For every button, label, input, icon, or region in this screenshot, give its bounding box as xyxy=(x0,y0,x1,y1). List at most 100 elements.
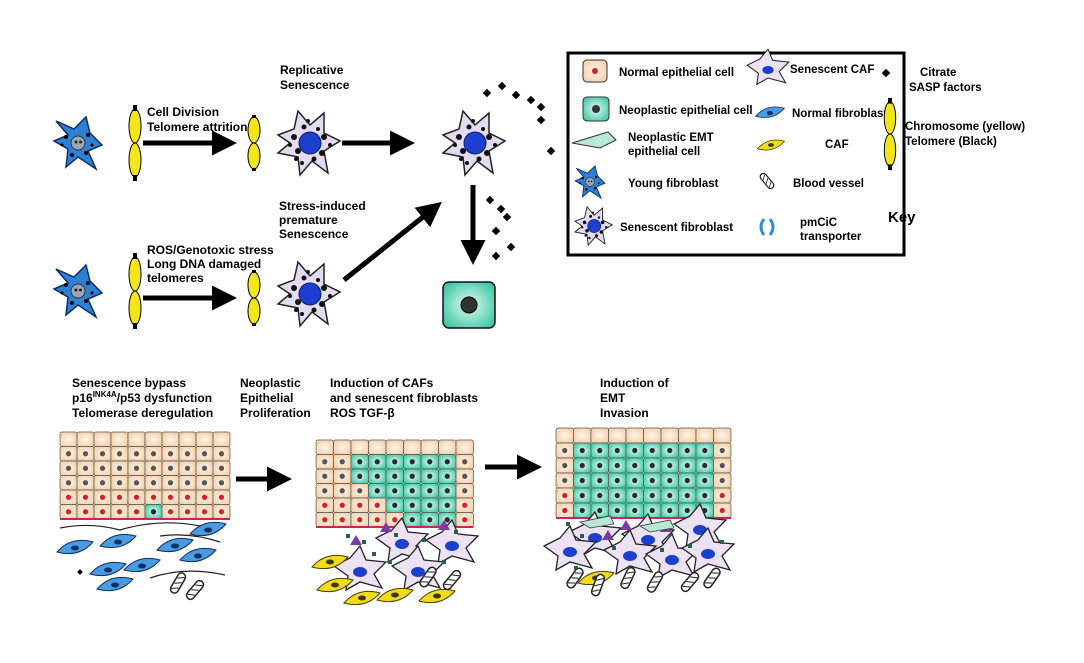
cell-nucleus xyxy=(357,488,363,494)
cell-nucleus xyxy=(133,465,140,471)
epithelial-cell xyxy=(678,427,697,444)
key-pmcic-icon xyxy=(759,218,775,236)
cell-nucleus xyxy=(444,473,450,479)
cell-nucleus xyxy=(562,507,568,514)
cell-nucleus xyxy=(614,447,620,454)
cell-nucleus xyxy=(99,465,106,471)
epithelial-cell xyxy=(110,431,129,447)
cell-nucleus xyxy=(339,488,345,494)
cell-nucleus xyxy=(99,480,106,486)
cell-nucleus xyxy=(719,462,725,469)
epithelial-cell xyxy=(438,439,457,455)
epithelial-cell xyxy=(455,439,474,455)
cell-nucleus xyxy=(409,517,415,523)
cell-nucleus xyxy=(65,451,72,457)
cell-nucleus xyxy=(632,462,638,469)
epithelial-cell xyxy=(93,431,112,447)
cell-nucleus xyxy=(649,477,655,484)
cell-nucleus xyxy=(562,477,568,484)
epithelial-cell xyxy=(144,431,163,447)
key-caf: CAF xyxy=(825,139,849,151)
epithelial-cell xyxy=(178,431,197,447)
cell-nucleus xyxy=(218,480,225,486)
cell-nucleus xyxy=(702,447,708,454)
cell-nucleus xyxy=(392,473,398,479)
cell-nucleus xyxy=(579,462,585,469)
cell-nucleus xyxy=(427,517,433,523)
epithelial-cell xyxy=(608,427,627,444)
cell-nucleus xyxy=(65,480,72,486)
cell-nucleus xyxy=(65,465,72,471)
cell-nucleus xyxy=(218,451,225,457)
cell-nucleus xyxy=(719,477,725,484)
young-fibroblast-icon xyxy=(53,116,103,170)
cell-nucleus xyxy=(357,473,363,479)
cell-nucleus xyxy=(684,462,690,469)
stage4-label: Induction of EMT Invasion xyxy=(600,376,672,420)
cell-nucleus xyxy=(322,517,328,523)
cell-nucleus xyxy=(444,517,450,523)
key-chromosome: Chromosome (yellow) Telomere (Black) xyxy=(905,121,1028,148)
emt-cell-icon xyxy=(571,131,617,149)
cell-nucleus xyxy=(201,480,208,486)
cell-nucleus xyxy=(614,507,620,514)
cell-nucleus xyxy=(427,488,433,494)
key-senescent-fibroblast: Senescent fibroblast xyxy=(620,222,733,234)
cell-nucleus xyxy=(82,451,89,457)
stage1-label: Senescence bypass p16INK4A/p53 dysfuncti… xyxy=(72,376,215,420)
cell-nucleus xyxy=(579,507,585,514)
cell-nucleus xyxy=(374,502,380,508)
cell-nucleus xyxy=(427,502,433,508)
epithelial-cell xyxy=(195,431,214,447)
cell-nucleus xyxy=(409,459,415,465)
epithelial-cell xyxy=(573,427,592,444)
cell-nucleus xyxy=(167,494,174,500)
key-neoplastic-epithelial: Neoplastic epithelial cell xyxy=(619,105,753,117)
cell-nucleus xyxy=(409,473,415,479)
sasp-factors-top xyxy=(482,81,556,261)
cell-nucleus xyxy=(579,477,585,484)
cell-nucleus xyxy=(597,447,603,454)
cell-nucleus xyxy=(702,492,708,499)
cell-nucleus xyxy=(684,477,690,484)
epithelial-cell xyxy=(315,439,334,455)
cell-nucleus xyxy=(562,462,568,469)
cell-nucleus xyxy=(82,480,89,486)
chromosome-long-stress-icon xyxy=(128,252,142,330)
cell-nucleus xyxy=(167,451,174,457)
cell-nucleus xyxy=(82,494,89,500)
cell-nucleus xyxy=(184,480,191,486)
stage2-label: Neoplastic Epithelial Proliferation xyxy=(240,376,311,420)
stress-induced-label: Stress-induced premature Senescence xyxy=(279,199,369,241)
cell-nucleus xyxy=(614,462,620,469)
cell-nucleus xyxy=(374,517,380,523)
cell-nucleus xyxy=(667,462,673,469)
cell-nucleus xyxy=(632,507,638,514)
cell-nucleus xyxy=(150,509,157,515)
key-normal-epithelial: Normal epithelial cell xyxy=(619,67,734,79)
cell-nucleus xyxy=(116,465,123,471)
cell-nucleus xyxy=(99,509,106,515)
cell-nucleus xyxy=(632,492,638,499)
epithelial-cell xyxy=(161,431,180,447)
cell-nucleus xyxy=(392,502,398,508)
cell-nucleus xyxy=(649,492,655,499)
cell-nucleus xyxy=(150,494,157,500)
epithelial-cell xyxy=(695,427,714,444)
cell-nucleus xyxy=(562,447,568,454)
cell-nucleus xyxy=(667,492,673,499)
cell-nucleus xyxy=(444,502,450,508)
cell-nucleus xyxy=(579,492,585,499)
key-box xyxy=(566,51,906,257)
cell-nucleus xyxy=(462,459,468,465)
epithelial-cell xyxy=(127,431,146,447)
epithelial-cell xyxy=(350,439,369,455)
cell-nucleus xyxy=(167,465,174,471)
stroma-normal xyxy=(56,521,227,602)
cell-nucleus xyxy=(150,451,157,457)
key-heading: Key xyxy=(888,209,916,226)
cell-division-label: Cell Division Telomere attrition xyxy=(147,105,247,134)
cell-nucleus xyxy=(597,492,603,499)
epithelial-cell xyxy=(590,427,609,444)
